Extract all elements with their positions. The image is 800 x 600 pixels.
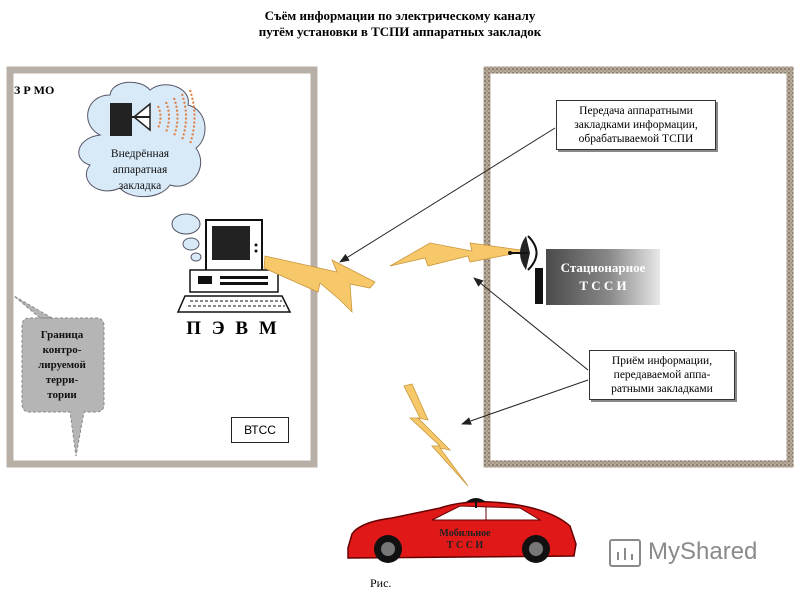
stationary-line-2: Т С С И [579, 278, 627, 293]
figure-caption: Рис. [370, 576, 392, 590]
boundary-line-2: контро- [42, 344, 82, 356]
watermark-text: MyShared [648, 538, 758, 565]
satellite-dish-icon [508, 235, 543, 304]
cloud-line-2: аппаратная [112, 164, 168, 176]
stationary-label: Стационарное Т С С И [546, 249, 660, 305]
stationary-box [546, 249, 660, 305]
bolt-station [389, 242, 529, 267]
boundary-line-5: тории [47, 389, 77, 401]
mobile-label: Мобильное Т С С И [415, 528, 515, 552]
hardware-bug-icon [110, 89, 196, 145]
callout-receive-line-1: Приём информации, [611, 355, 713, 367]
callout-transmit-line-3: обрабатываемой ТСПИ [578, 133, 694, 145]
bolt-car [403, 383, 469, 487]
boundary-line-3: лируемой [38, 359, 86, 371]
boundary-caption: Граница контро- лируемой терри- тории [24, 328, 100, 403]
title-line-2: путём установки в ТСПИ аппаратных заклад… [258, 24, 542, 39]
cloud-line-3: закладка [118, 180, 162, 192]
pc-icon [176, 219, 292, 313]
btss-box: ВТСС [231, 417, 289, 443]
diagram-title: Съём информации по электрическому каналу… [0, 8, 800, 40]
stationary-line-1: Стационарное [560, 260, 646, 275]
bolt-left [263, 255, 376, 314]
callout-transmit-line-2: закладками информации, [574, 119, 698, 131]
callout-receive: Приём информации, передаваемой аппа- рат… [589, 350, 735, 400]
mobile-line-2: Т С С И [446, 540, 484, 551]
arrow-receive-2 [461, 379, 589, 425]
boundary-bubble [13, 295, 105, 457]
callout-transmit: Передача аппаратными закладками информац… [556, 100, 716, 150]
mobile-car-icon [347, 498, 577, 563]
watermark-logo-icon [609, 539, 641, 567]
zone-left-label: З Р МО [14, 83, 55, 97]
pc-label: П Э В М [186, 318, 280, 339]
boundary-line-1: Граница [40, 329, 84, 341]
callout-transmit-line-1: Передача аппаратными [579, 105, 693, 117]
callout-receive-line-3: ратными закладками [611, 383, 713, 395]
cloud-line-1: Внедрённая [110, 148, 170, 160]
arrow-receive-1 [473, 277, 589, 371]
boundary-line-4: терри- [45, 374, 79, 386]
callout-receive-line-2: передаваемой аппа- [613, 369, 711, 381]
cloud-caption: Внедрённая аппаратная закладка [95, 146, 185, 194]
mobile-line-1: Мобильное [439, 528, 491, 539]
arrow-transmit [339, 127, 556, 263]
title-line-1: Съём информации по электрическому каналу [264, 8, 536, 23]
